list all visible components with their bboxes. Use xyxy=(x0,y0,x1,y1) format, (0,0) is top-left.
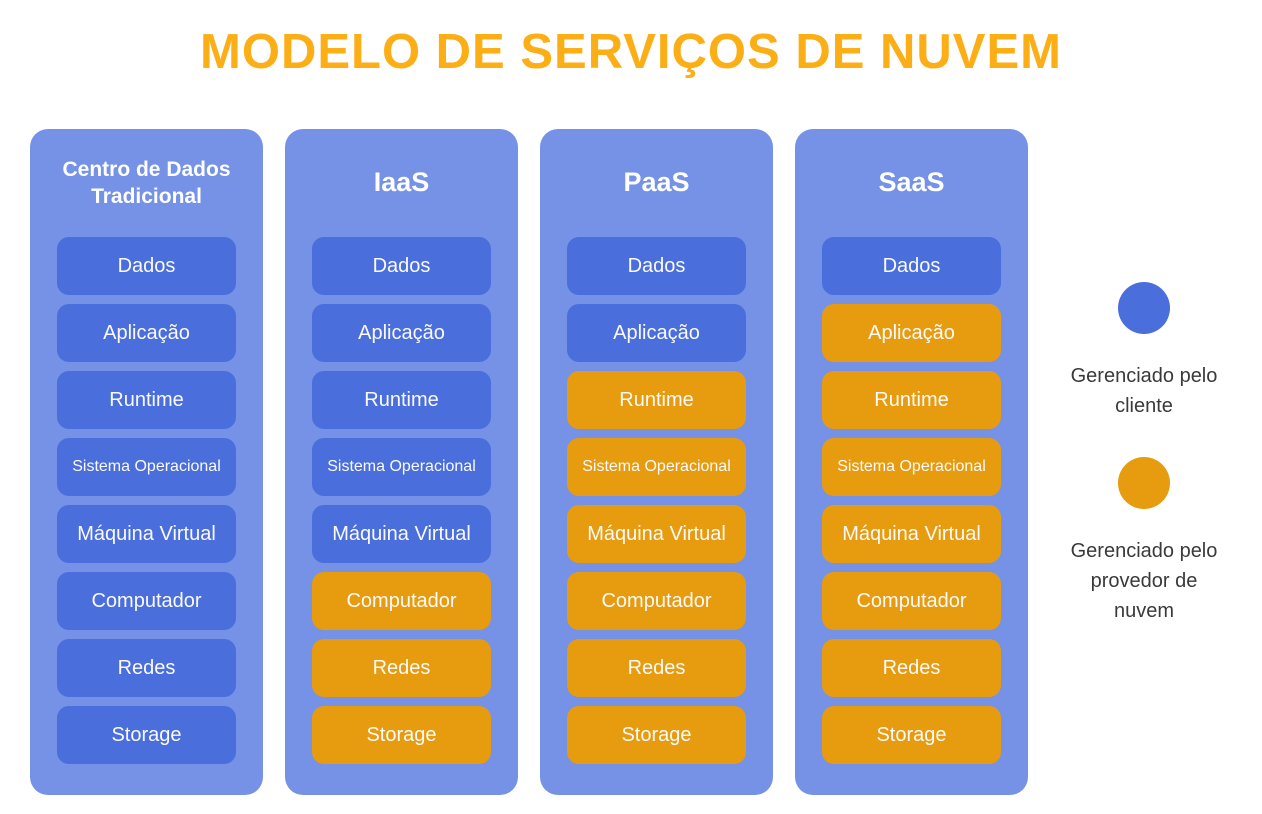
column-traditional-datacenter: Centro de Dados Tradicional Dados Aplica… xyxy=(30,129,263,795)
layer-box: Sistema Operacional xyxy=(822,438,1001,496)
layer-box: Máquina Virtual xyxy=(57,505,236,563)
layer-box: Runtime xyxy=(822,371,1001,429)
column-header: Centro de Dados Tradicional xyxy=(62,157,231,208)
layer-box: Dados xyxy=(312,237,491,295)
layer-box: Sistema Operacional xyxy=(57,438,236,496)
layer-box: Aplicação xyxy=(312,304,491,362)
legend-client-label: Gerenciado pelo cliente xyxy=(1070,365,1218,417)
column-header: SaaS xyxy=(878,167,945,198)
layer-box: Computador xyxy=(822,572,1001,630)
layer-box: Aplicação xyxy=(822,304,1001,362)
legend-provider-label: Gerenciado pelo provedor de nuvem xyxy=(1070,540,1218,622)
layer-box: Dados xyxy=(567,237,746,295)
layer-box: Redes xyxy=(567,639,746,697)
provider-color-dot-icon xyxy=(1118,457,1170,509)
layer-box: Runtime xyxy=(57,371,236,429)
layer-box: Máquina Virtual xyxy=(822,505,1001,563)
layer-box: Máquina Virtual xyxy=(567,505,746,563)
layer-box: Storage xyxy=(57,706,236,764)
page-title: MODELO DE SERVIÇOS DE NUVEM xyxy=(200,25,1062,79)
column-iaas: IaaS Dados Aplicação Runtime Sistema Ope… xyxy=(285,129,518,795)
column-saas: SaaS Dados Aplicação Runtime Sistema Ope… xyxy=(795,129,1028,795)
layer-box: Redes xyxy=(57,639,236,697)
layer-box: Redes xyxy=(822,639,1001,697)
column-header: PaaS xyxy=(623,167,690,198)
column-header: IaaS xyxy=(373,167,430,198)
layer-box: Dados xyxy=(822,237,1001,295)
layer-box: Aplicação xyxy=(567,304,746,362)
client-color-dot-icon xyxy=(1118,282,1170,334)
layer-box: Computador xyxy=(312,572,491,630)
legend: Gerenciado pelo cliente Gerenciado pelo … xyxy=(1039,282,1249,626)
layer-box: Sistema Operacional xyxy=(567,438,746,496)
layer-box: Runtime xyxy=(567,371,746,429)
layer-box: Computador xyxy=(57,572,236,630)
layer-box: Aplicação xyxy=(57,304,236,362)
service-columns: Centro de Dados Tradicional Dados Aplica… xyxy=(30,129,1028,795)
layer-box: Dados xyxy=(57,237,236,295)
layer-box: Máquina Virtual xyxy=(312,505,491,563)
layer-box: Redes xyxy=(312,639,491,697)
layer-box: Sistema Operacional xyxy=(312,438,491,496)
layer-box: Storage xyxy=(312,706,491,764)
layer-box: Runtime xyxy=(312,371,491,429)
layer-box: Computador xyxy=(567,572,746,630)
layer-box: Storage xyxy=(822,706,1001,764)
column-paas: PaaS Dados Aplicação Runtime Sistema Ope… xyxy=(540,129,773,795)
layer-box: Storage xyxy=(567,706,746,764)
